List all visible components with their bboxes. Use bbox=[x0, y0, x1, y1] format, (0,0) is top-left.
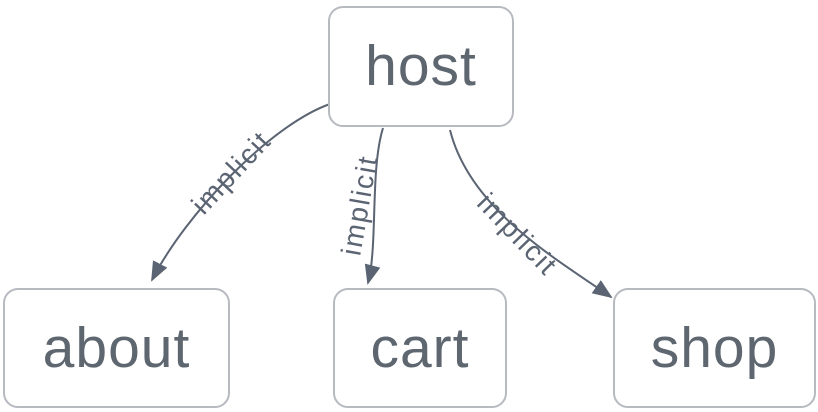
node-host-label: host bbox=[365, 34, 477, 98]
node-shop[interactable]: shop bbox=[613, 288, 816, 408]
node-shop-label: shop bbox=[650, 315, 779, 380]
edge-label-host-about: implicit bbox=[185, 125, 277, 220]
edge-host-shop bbox=[449, 129, 613, 299]
node-cart[interactable]: cart bbox=[333, 288, 507, 408]
edge-label-host-shop: implicit bbox=[471, 187, 564, 282]
node-about[interactable]: about bbox=[3, 288, 230, 408]
node-cart-label: cart bbox=[370, 315, 470, 380]
edge-host-cart bbox=[364, 127, 384, 285]
node-about-label: about bbox=[42, 315, 191, 380]
edge-host-about bbox=[151, 103, 331, 282]
node-host[interactable]: host bbox=[328, 6, 514, 127]
edge-label-host-cart: implicit bbox=[335, 152, 383, 257]
